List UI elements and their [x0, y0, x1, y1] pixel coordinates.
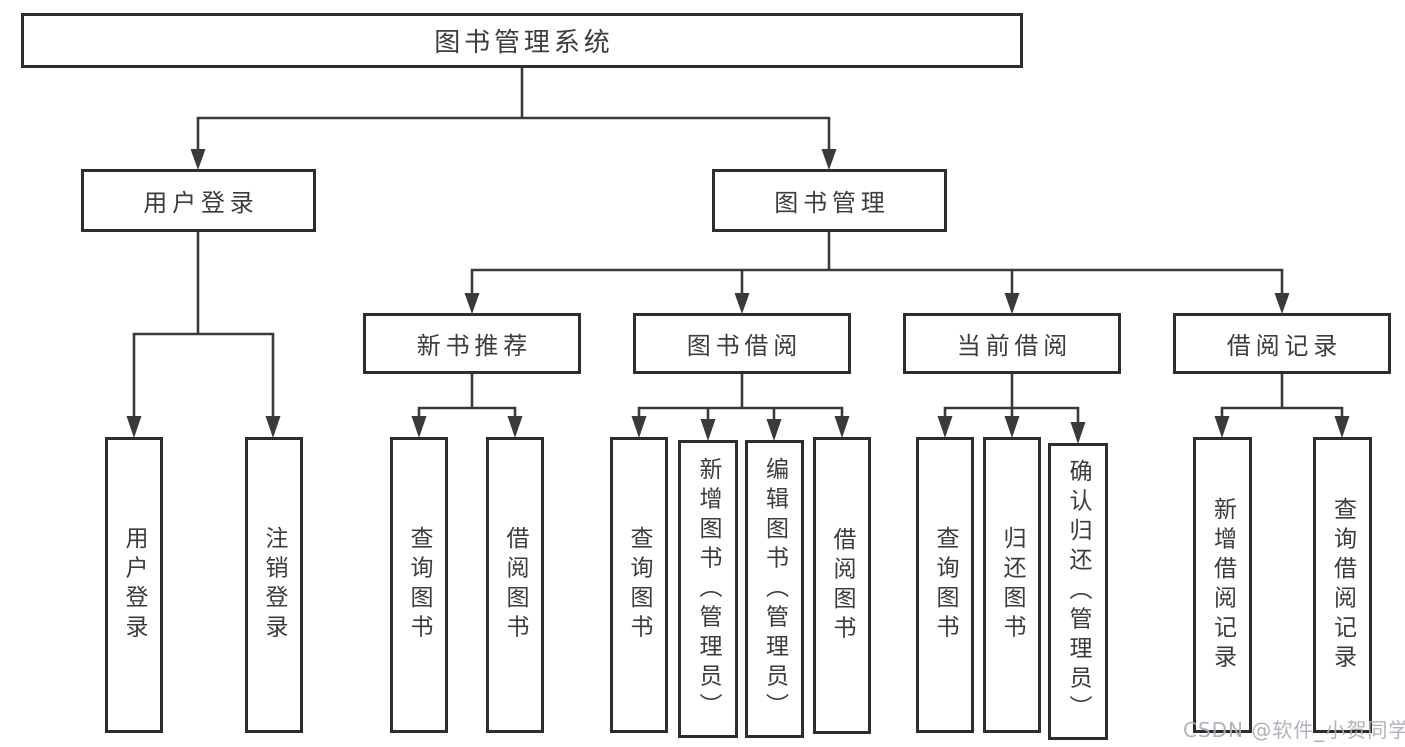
node-root: 图书管理系统: [21, 13, 1023, 68]
node-book-borrowing: 图书借阅: [633, 313, 851, 374]
csdn-watermark: CSDN @软件_小贺同学: [1183, 718, 1405, 742]
node-user-login: 用户登录: [81, 169, 316, 232]
node-borrowing-records: 借阅记录: [1173, 313, 1391, 374]
node-leaf-borrowing-borrow-books: 借阅图书: [813, 437, 871, 734]
node-leaf-borrowing-query-books: 查询图书: [610, 437, 668, 733]
node-leaf-records-add-record: 新增借阅记录: [1193, 437, 1252, 733]
node-leaf-recommend-query-books: 查询图书: [390, 437, 448, 733]
connector-root-to-level2: [190, 67, 837, 170]
node-leaf-recommend-borrow-books: 借阅图书: [486, 437, 544, 733]
connector-borrowing-records-to-leaves: [1214, 370, 1350, 438]
node-leaf-borrowing-add-books: 新增图书（管理员）: [678, 440, 738, 738]
connector-user-login-to-leaves: [126, 229, 281, 438]
node-current-borrowing: 当前借阅: [903, 313, 1121, 374]
node-leaf-user-login: 用户登录: [105, 437, 163, 733]
connector-new-book-recommend-to-leaves: [411, 370, 523, 438]
node-leaf-borrowing-edit-books: 编辑图书（管理员）: [745, 440, 804, 738]
node-leaf-records-query-record: 查询借阅记录: [1313, 437, 1372, 733]
connector-book-borrowing-to-leaves: [631, 370, 850, 441]
node-book-management: 图书管理: [712, 169, 947, 232]
node-leaf-logout: 注销登录: [245, 437, 303, 733]
connector-book-management-to-level3: [464, 229, 1290, 314]
connector-current-borrowing-to-leaves: [937, 370, 1086, 444]
node-leaf-current-query-books: 查询图书: [916, 437, 974, 733]
node-leaf-current-confirm-return: 确认归还（管理员）: [1048, 443, 1108, 740]
node-new-book-recommend: 新书推荐: [363, 313, 581, 374]
node-leaf-current-return-books: 归还图书: [983, 437, 1041, 733]
